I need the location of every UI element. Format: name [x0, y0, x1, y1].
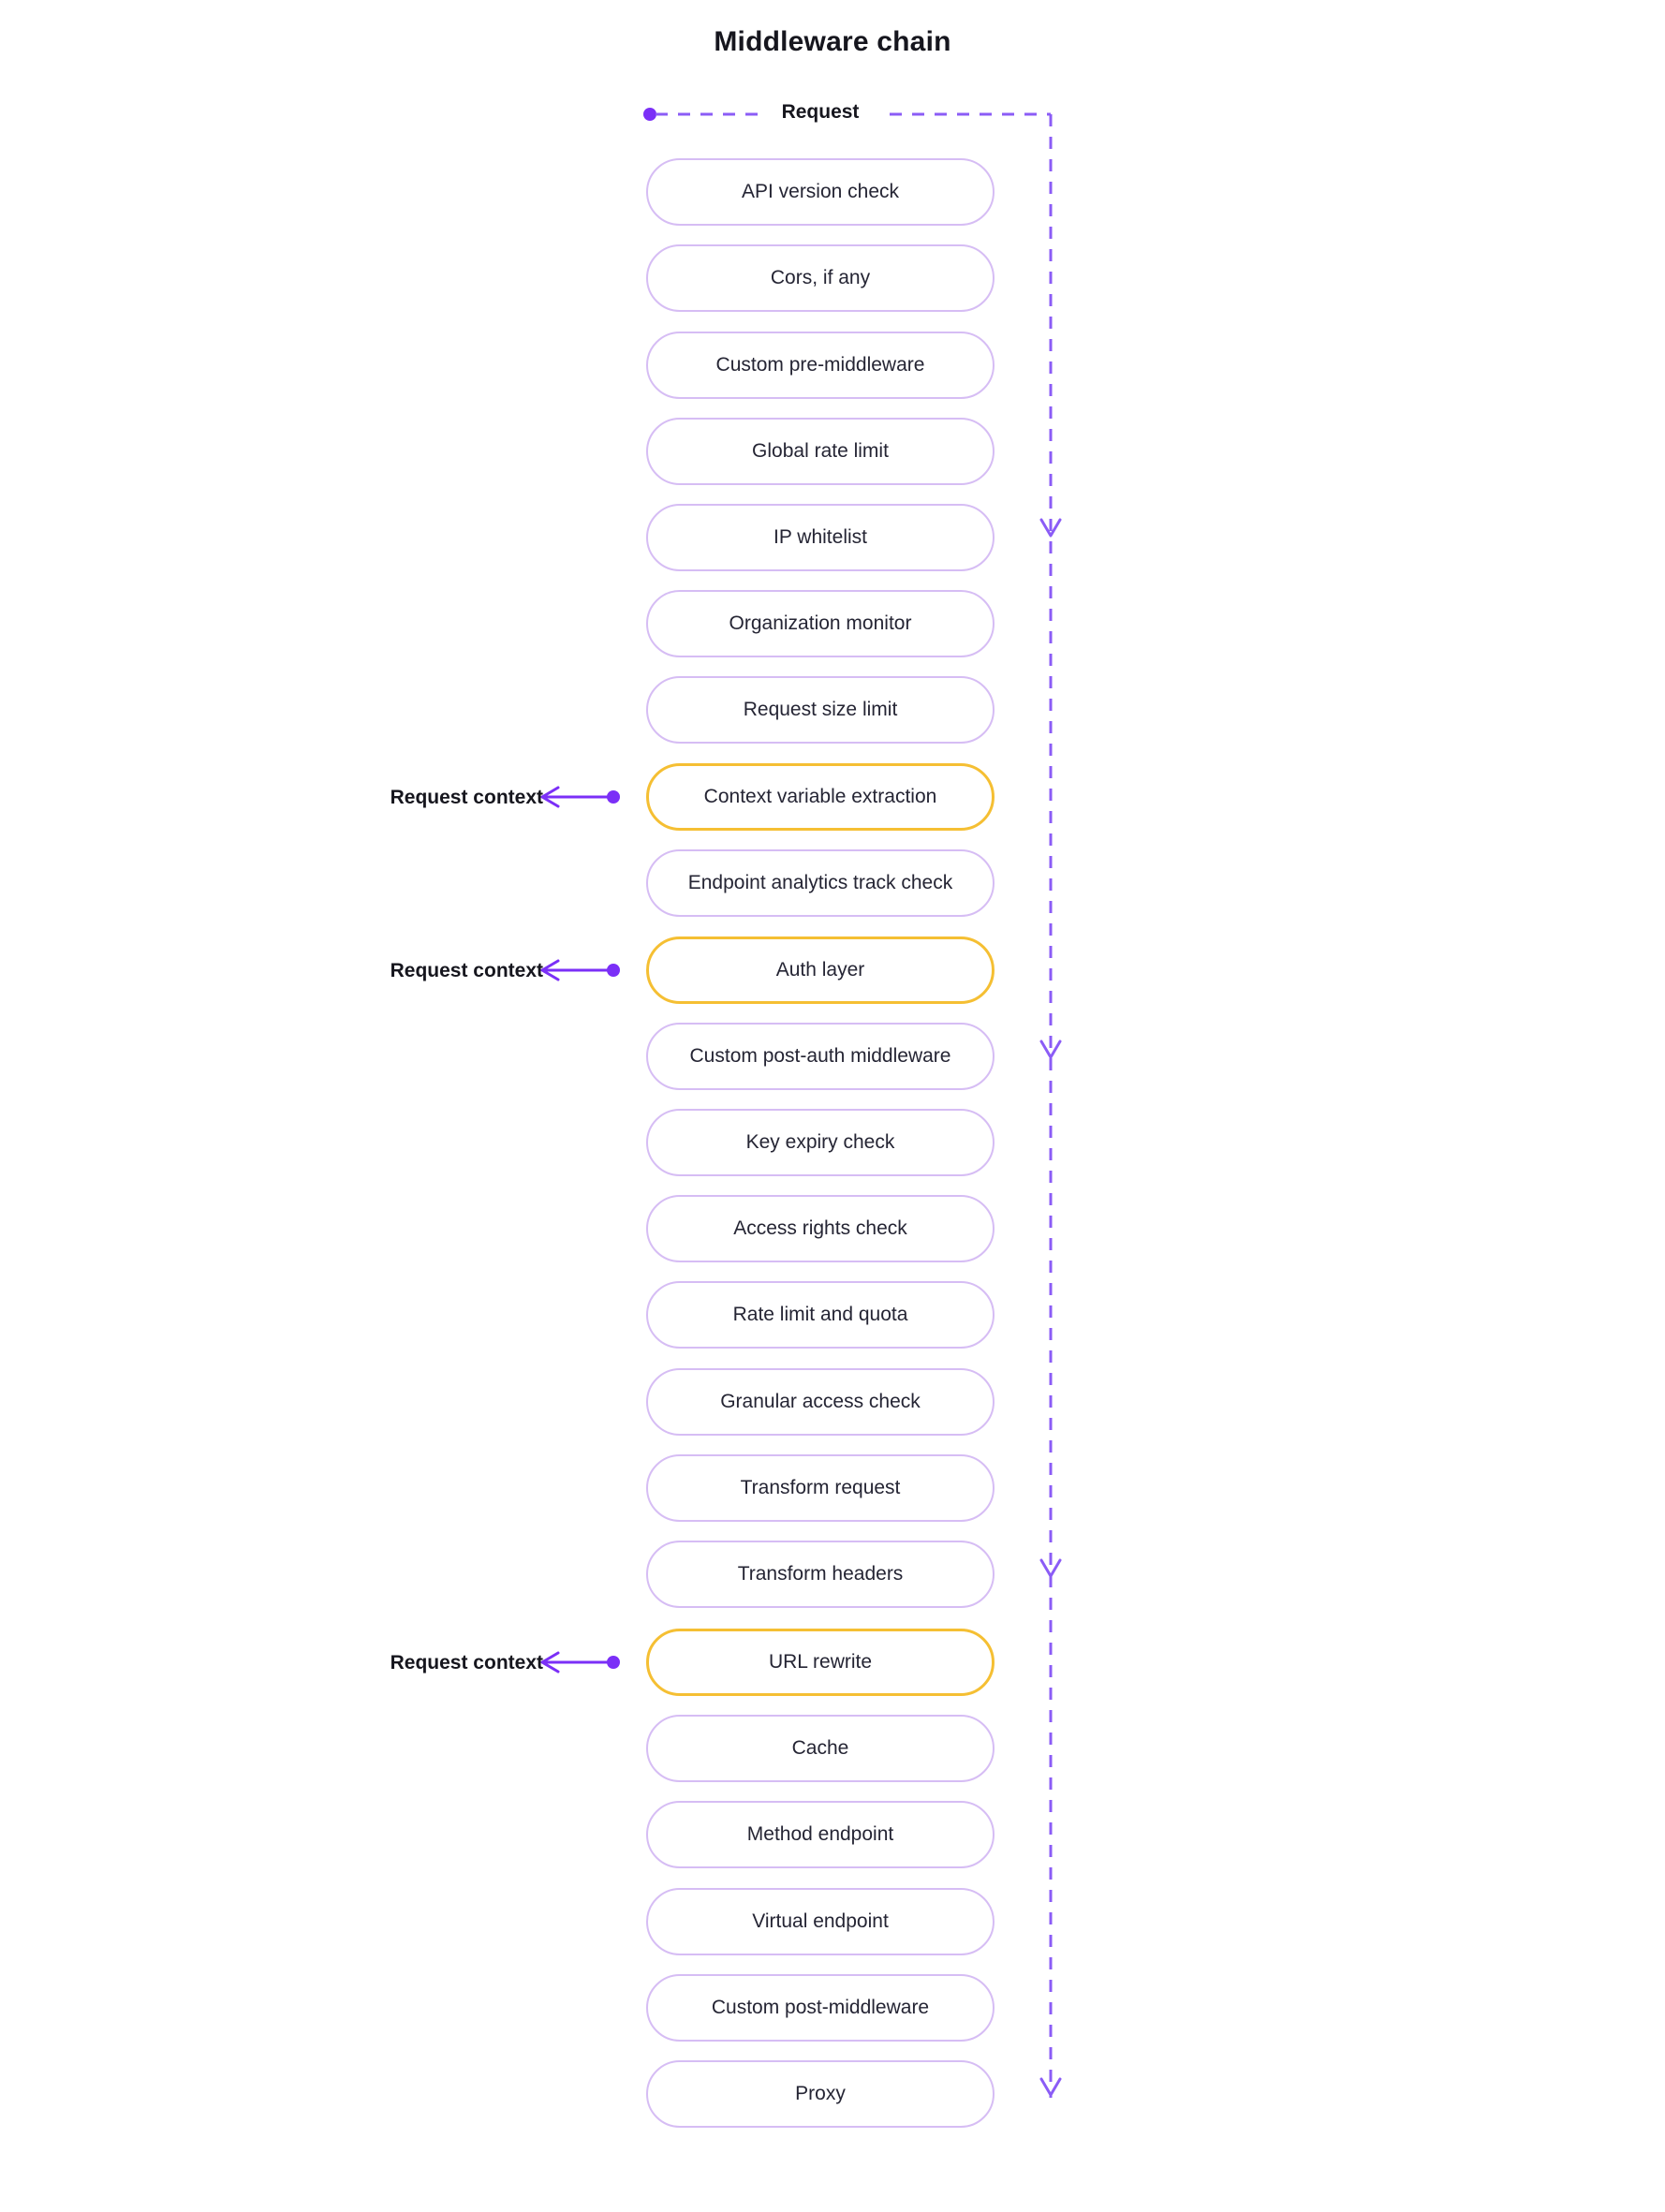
node-url-rewrite[interactable]: URL rewrite — [646, 1629, 995, 1696]
node-granular-access-check[interactable]: Granular access check — [646, 1368, 995, 1436]
node-transform-request[interactable]: Transform request — [646, 1454, 995, 1522]
node-cache[interactable]: Cache — [646, 1715, 995, 1782]
node-method-endpoint[interactable]: Method endpoint — [646, 1801, 995, 1868]
node-endpoint-analytics-track-check[interactable]: Endpoint analytics track check — [646, 849, 995, 917]
context-arrow-2 — [540, 959, 620, 981]
request-entry-label: Request — [781, 101, 860, 123]
node-virtual-endpoint[interactable]: Virtual endpoint — [646, 1888, 995, 1955]
node-auth-layer[interactable]: Auth layer — [646, 936, 995, 1004]
node-context-variable-extraction[interactable]: Context variable extraction — [646, 763, 995, 831]
node-global-rate-limit[interactable]: Global rate limit — [646, 418, 995, 485]
node-custom-post-middleware[interactable]: Custom post-middleware — [646, 1974, 995, 2042]
context-label-3: Request context — [390, 1652, 543, 1674]
node-cors-if-any[interactable]: Cors, if any — [646, 244, 995, 312]
node-transform-headers[interactable]: Transform headers — [646, 1541, 995, 1608]
node-custom-post-auth-middleware[interactable]: Custom post-auth middleware — [646, 1023, 995, 1090]
context-arrow-3 — [540, 1651, 620, 1674]
context-label-1: Request context — [390, 787, 543, 808]
node-custom-pre-middleware[interactable]: Custom pre-middleware — [646, 332, 995, 399]
context-label-2: Request context — [390, 960, 543, 981]
node-rate-limit-and-quota[interactable]: Rate limit and quota — [646, 1281, 995, 1349]
node-key-expiry-check[interactable]: Key expiry check — [646, 1109, 995, 1176]
node-access-rights-check[interactable]: Access rights check — [646, 1195, 995, 1262]
node-ip-whitelist[interactable]: IP whitelist — [646, 504, 995, 571]
node-request-size-limit[interactable]: Request size limit — [646, 676, 995, 744]
node-proxy[interactable]: Proxy — [646, 2060, 995, 2128]
node-organization-monitor[interactable]: Organization monitor — [646, 590, 995, 657]
context-arrow-1 — [540, 786, 620, 808]
page-title: Middleware chain — [714, 26, 951, 57]
node-api-version-check[interactable]: API version check — [646, 158, 995, 226]
